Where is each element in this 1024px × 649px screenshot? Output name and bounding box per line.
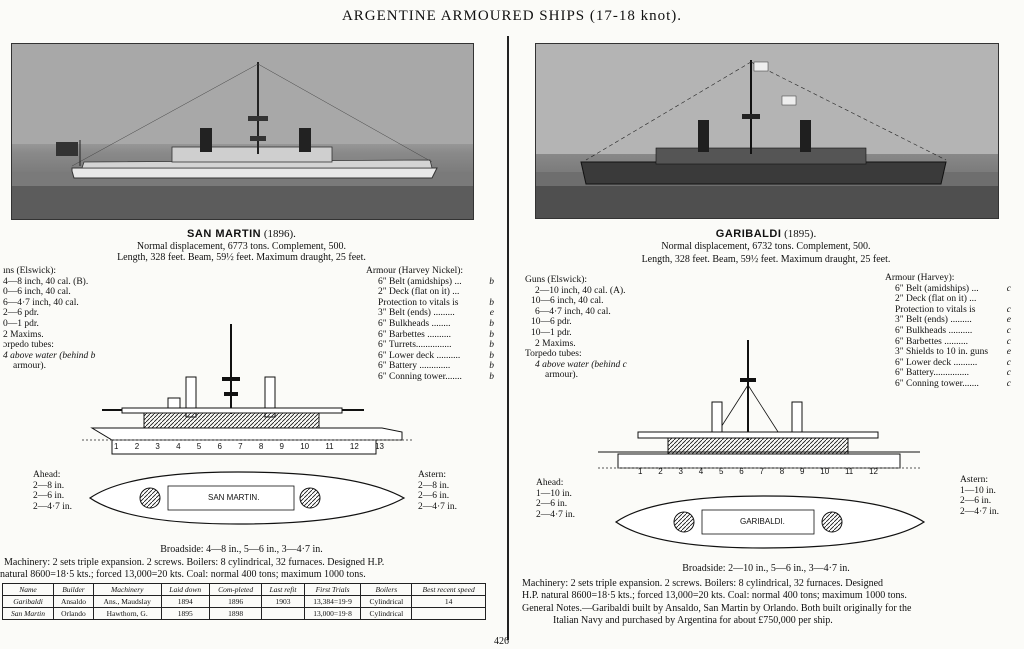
- guns-line: 2 Maxims.: [535, 338, 576, 349]
- table-header: First Trials: [303, 583, 362, 596]
- garibaldi-dimensions: Length, 328 feet. Beam, 59½ feet. Maximu…: [641, 254, 891, 265]
- garibaldi-profile-drawing: [598, 340, 920, 469]
- guns-line: ɔrpedo tubes:: [3, 340, 54, 351]
- armour-row: 6" Lower deck ..........c: [895, 357, 1011, 368]
- page-title: ARGENTINE ARMOURED SHIPS (17-18 knot).: [341, 8, 683, 24]
- guns-line: armour).: [545, 370, 578, 381]
- san-martin-armour: Armour (Harvey Nickel): 6" Belt (amidshi…: [366, 266, 494, 383]
- guns-line: 2—10 inch, 40 cal. (A).: [535, 285, 626, 296]
- table-row: Garibaldi Ansaldo Ans., Maudslay 1894 18…: [1, 595, 486, 608]
- armour-title: Armour (Harvey Nickel):: [366, 266, 464, 276]
- garibaldi-plan-label: GARIBALDI.: [740, 517, 785, 526]
- san-martin-year: (1896).: [263, 228, 296, 240]
- armour-row: 6" Battery...............c: [895, 368, 1011, 379]
- garibaldi-machinery-1: Machinery: 2 sets triple expansion. 2 sc…: [522, 578, 884, 589]
- san-martin-profile-drawing: [82, 324, 412, 455]
- garibaldi-photo: [535, 43, 999, 219]
- garibaldi-displacement: Normal displacement, 6732 tons. Compleme…: [661, 241, 871, 252]
- guns-line: Guns (Elswick):: [525, 275, 588, 285]
- garibaldi-section-numbers: 1 2 3 4 5 6 7 8 9 10 11 12: [638, 467, 878, 476]
- guns-line: 10—6 inch, 40 cal.: [531, 296, 604, 307]
- san-martin-machinery-1: Machinery: 2 sets triple expansion. 2 sc…: [4, 557, 385, 568]
- armour-row: 6" Conning tower.......c: [895, 378, 1011, 389]
- armour-row: 6" Conning tower.......b: [378, 371, 494, 382]
- garibaldi-machinery-2: H.P. natural 8600=18·5 kts.; forced 13,0…: [522, 590, 907, 601]
- table-header: Best recent speed: [411, 583, 486, 596]
- guns-line: 10—1 pdr.: [531, 327, 572, 338]
- garibaldi-deck-plan: [614, 495, 926, 549]
- guns-line: 4 above water (behind c: [535, 359, 627, 370]
- san-martin-broadside: Broadside: 4—8 in., 5—6 in., 3—4·7 in.: [160, 544, 323, 555]
- guns-line: 6—4·7 inch, 40 cal.: [3, 297, 79, 308]
- table-header: Last refit: [261, 583, 305, 596]
- table-row: San Martin Orlando Hawthorn, G. 1895 189…: [1, 607, 486, 620]
- guns-line: 0—1 pdr.: [3, 318, 39, 329]
- san-martin-deck-plan: [88, 471, 406, 525]
- garibaldi-name: GARIBALDI: [715, 228, 782, 240]
- guns-line: 6—4·7 inch, 40 cal.: [535, 306, 611, 317]
- garibaldi-heading: GARIBALDI (1895).: [535, 228, 997, 240]
- guns-line: ıns (Elswick):: [3, 266, 57, 276]
- column-divider: [507, 36, 509, 640]
- guns-line: 4 above water (behind b: [3, 350, 96, 361]
- armour-row: 3" Belt (ends) .........e: [378, 308, 494, 319]
- armour-row: 2" Deck (flat on it) ...: [895, 294, 977, 305]
- table-header: Boilers: [360, 583, 413, 596]
- garibaldi-general-notes-1: General Notes.—Garibaldi built by Ansald…: [522, 603, 912, 614]
- guns-line: 2—6 pdr.: [3, 308, 39, 319]
- armour-row: 6" Battery .............b: [378, 361, 494, 372]
- san-martin-ahead: Ahead: 2—8 in. 2—6 in. 2—4·7 in.: [33, 470, 73, 512]
- san-martin-displacement: Normal displacement, 6773 tons. Compleme…: [136, 241, 347, 252]
- armour-row: 6" Bulkheads ..........c: [895, 325, 1011, 336]
- table-header: Builder: [53, 583, 94, 596]
- armour-row: 6" Turrets...............b: [378, 340, 494, 351]
- san-martin-dimensions: Length, 328 feet. Beam, 59½ feet. Maximu…: [117, 252, 366, 263]
- garibaldi-general-notes-2: Italian Navy and purchased by Argentina …: [553, 615, 833, 626]
- guns-line: 2 Maxims.: [3, 329, 44, 340]
- armour-row: 6" Belt (amidships) ...b: [378, 276, 494, 287]
- san-martin-section-numbers: 1 2 3 4 5 6 7 8 9 10 11 12 13: [114, 442, 384, 451]
- garibaldi-ahead: Ahead: 1—10 in. 2—6 in. 2—4·7 in.: [536, 478, 576, 520]
- san-martin-photo: [11, 43, 474, 220]
- guns-line: 4—8 inch, 40 cal. (B).: [3, 276, 89, 287]
- page-number: 426: [494, 636, 509, 647]
- table-header: Machinery: [92, 583, 162, 596]
- san-martin-name: SAN MARTIN: [187, 228, 262, 240]
- san-martin-plan-label: SAN MARTIN.: [208, 493, 260, 502]
- guns-line: 10—6 pdr.: [531, 317, 572, 328]
- san-martin-guns: ıns (Elswick): 4—8 inch, 40 cal. (B). 0—…: [3, 266, 95, 372]
- armour-title: Armour (Harvey):: [885, 273, 955, 283]
- guns-line: 0—6 inch, 40 cal.: [3, 287, 71, 298]
- table-header: Com-pleted: [208, 583, 263, 596]
- san-martin-machinery-2: natural 8600=18·5 kts.; forced 13,000=20…: [0, 569, 366, 580]
- armour-row: 6" Barbettes ..........b: [378, 329, 494, 340]
- armour-row: 6" Lower deck ..........b: [378, 350, 494, 361]
- san-martin-astern: Astern: 2—8 in. 2—6 in. 2—4·7 in.: [418, 470, 458, 512]
- armour-row: 6" Barbettes ..........c: [895, 336, 1011, 347]
- garibaldi-year: (1895).: [784, 228, 817, 240]
- armour-row: 2" Deck (flat on it) ...: [378, 287, 460, 298]
- garibaldi-guns: Guns (Elswick): 2—10 inch, 40 cal. (A). …: [525, 275, 627, 381]
- table-header-row: Name Builder Machinery Laid down Com-ple…: [1, 583, 486, 596]
- guns-line: armour).: [13, 361, 46, 372]
- garibaldi-broadside: Broadside: 2—10 in., 5—6 in., 3—4·7 in.: [682, 563, 850, 574]
- table-header: Laid down: [160, 583, 210, 596]
- san-martin-heading: SAN MARTIN (1896).: [11, 228, 472, 240]
- armour-row: 6" Belt (amidships) ...c: [895, 283, 1011, 294]
- trials-table: Name Builder Machinery Laid down Com-ple…: [1, 583, 486, 620]
- garibaldi-astern: Astern: 1—10 in. 2—6 in. 2—4·7 in.: [960, 475, 1000, 517]
- guns-line: Torpedo tubes:: [525, 349, 582, 360]
- table-header: Name: [1, 583, 55, 596]
- armour-row: 6" Bulkheads ........b: [378, 318, 494, 329]
- armour-row: 3" Belt (ends) .........e: [895, 315, 1011, 326]
- garibaldi-armour: Armour (Harvey): 6" Belt (amidships) ...…: [885, 273, 1011, 390]
